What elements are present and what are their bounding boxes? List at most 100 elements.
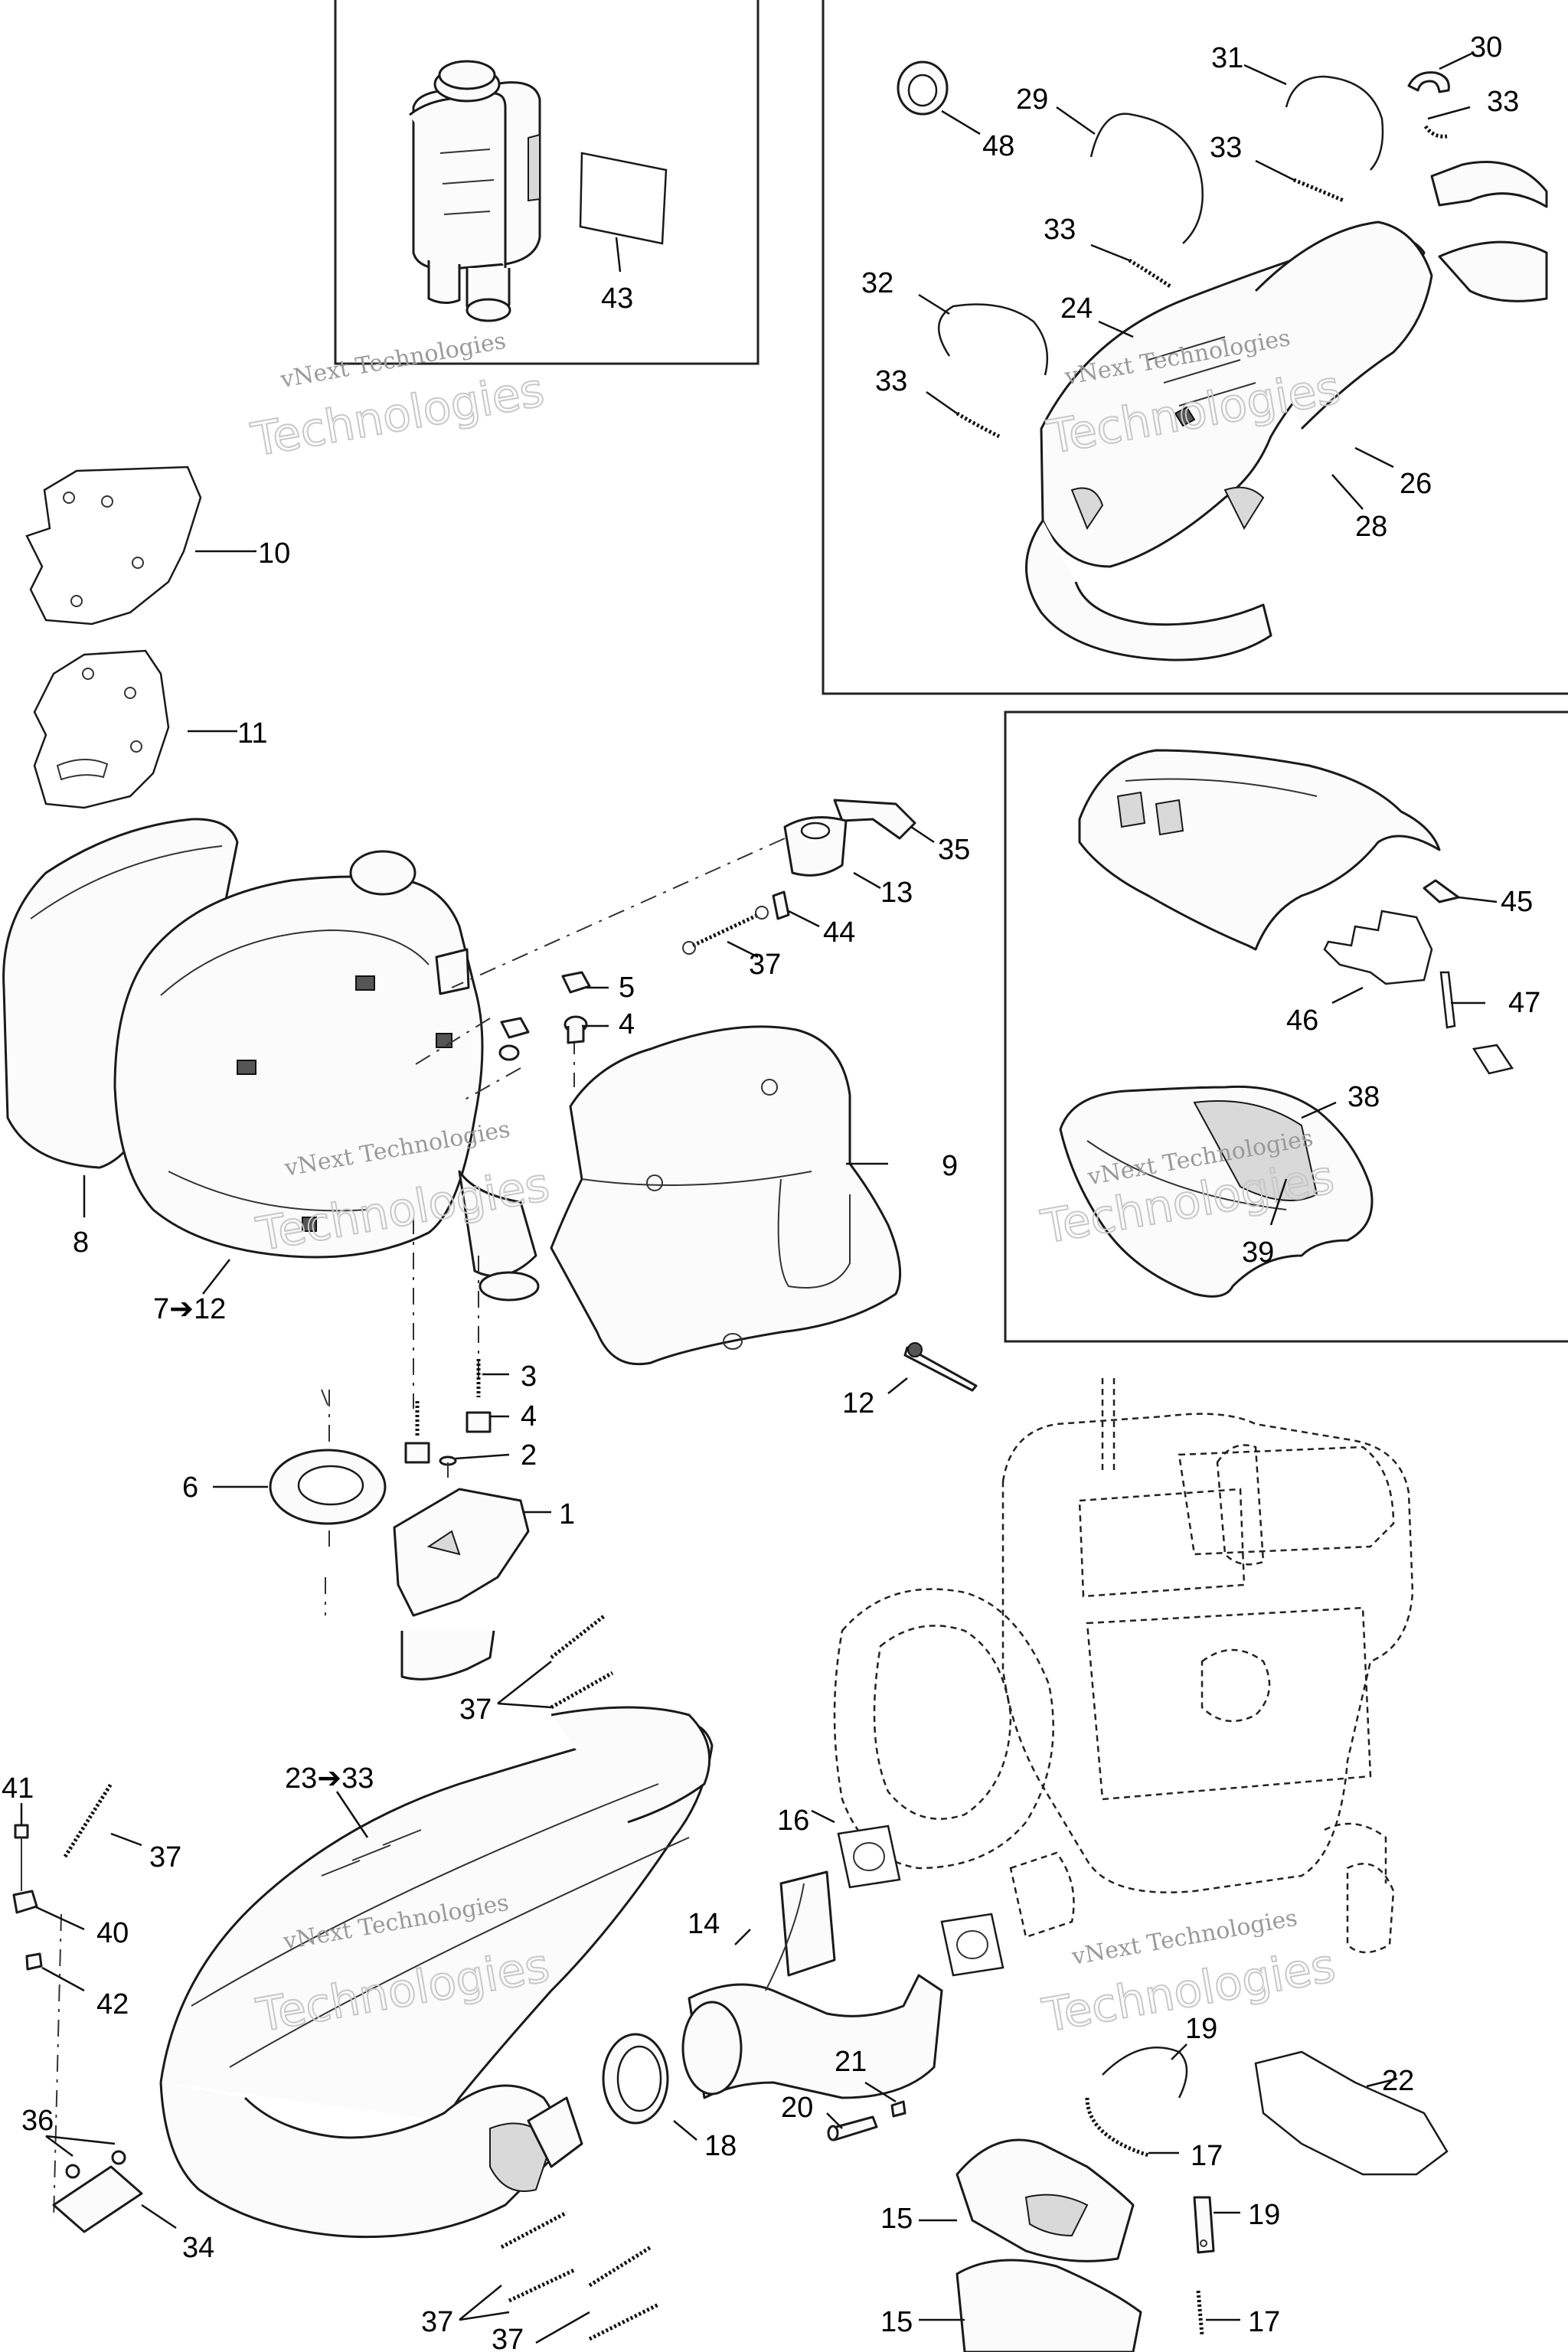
- spring-37-left: [63, 1782, 113, 1858]
- gasket-16-pair: [837, 1824, 1004, 1977]
- callout-37: 37: [749, 949, 781, 981]
- callout-44: 44: [823, 916, 855, 949]
- strip-47: [1439, 971, 1456, 1029]
- bracket-35: [833, 799, 916, 840]
- callout-labels: 43 48 29 31 30 33 33 33 32 33 24 26 28 1…: [2, 31, 1540, 2352]
- spring-17: [1085, 2097, 1204, 2336]
- strap-29: [1089, 113, 1204, 244]
- callout-45: 45: [1501, 886, 1533, 918]
- callout-33: 33: [1487, 86, 1519, 118]
- callout-19: 19: [1248, 2199, 1280, 2231]
- bolt-20-nut-21: [827, 2100, 906, 2141]
- muffler-7: [113, 850, 540, 1302]
- inset-frame-tuned-pipe: [822, 0, 1568, 695]
- callout-32: 32: [861, 267, 893, 299]
- callout-34: 34: [182, 2232, 214, 2264]
- callout-7-to-12: 7➔12: [153, 1293, 226, 1325]
- callout-33: 33: [1044, 214, 1076, 246]
- plate-34-screws-36: [52, 2150, 143, 2233]
- callout-31: 31: [1211, 42, 1243, 74]
- callout-24: 24: [1060, 292, 1093, 325]
- callout-23-to-33: 23➔33: [285, 1762, 374, 1795]
- callout-36: 36: [21, 2105, 54, 2137]
- leader-lines: [20, 52, 1498, 2344]
- callout-18: 18: [704, 2130, 737, 2162]
- strap-31: [1285, 75, 1384, 171]
- heat-shield-10: [25, 466, 202, 626]
- plate-46: [1323, 910, 1433, 985]
- callout-3: 3: [521, 1361, 537, 1393]
- callout-4: 4: [521, 1400, 537, 1432]
- oil-tank-label-card: [579, 152, 668, 245]
- lower-cover-39: [1059, 1085, 1374, 1298]
- callout-35: 35: [938, 834, 970, 866]
- callout-5: 5: [619, 972, 635, 1004]
- callout-17: 17: [1191, 2140, 1223, 2172]
- callout-21: 21: [835, 2046, 867, 2078]
- callout-2: 2: [521, 1439, 537, 1472]
- callout-40: 40: [96, 1917, 129, 1949]
- tab-45: [1423, 879, 1460, 903]
- spring-37-mid: [550, 1614, 614, 1710]
- callout-41: 41: [2, 1772, 34, 1805]
- callout-46: 46: [1286, 1004, 1318, 1037]
- callout-4: 4: [619, 1008, 635, 1040]
- spring-33-set: [956, 125, 1448, 439]
- oil-tank-illustration: [409, 60, 541, 322]
- callout-28: 28: [1355, 511, 1387, 543]
- nut-5-and-grommet-4: [498, 971, 591, 1061]
- callout-17: 17: [1248, 2306, 1280, 2338]
- upper-cover: [1078, 749, 1441, 951]
- grommet-4-lower: [404, 1411, 492, 1464]
- bumper-13: [783, 816, 848, 877]
- callout-39: 39: [1242, 1236, 1274, 1269]
- callout-29: 29: [1016, 83, 1048, 116]
- seal-ring-48: [897, 60, 949, 116]
- callout-30: 30: [1470, 31, 1502, 64]
- tuned-pipe-main: [159, 1706, 714, 2239]
- deflector-pieces: [1430, 161, 1548, 302]
- clamp-30: [1407, 71, 1450, 93]
- rivet-12: [903, 1342, 978, 1392]
- bolt-41-bracket-40-nut-42: [12, 1824, 43, 1971]
- heat-shield-22: [1254, 2050, 1449, 2176]
- inset-frame-muffler-cover: [1004, 710, 1568, 1343]
- callout-22: 22: [1382, 2065, 1414, 2097]
- callout-11: 11: [237, 717, 267, 750]
- callout-14: 14: [688, 1908, 720, 1940]
- callout-1: 1: [559, 1498, 575, 1530]
- callout-37: 37: [421, 2306, 453, 2338]
- heat-shield-11: [33, 649, 170, 809]
- strap-32: [938, 303, 1049, 376]
- washer-6: [269, 1449, 387, 1525]
- small-plate: [1472, 1044, 1514, 1075]
- callout-12: 12: [842, 1387, 874, 1419]
- springs-37-bottom: [500, 2210, 660, 2341]
- callout-33: 33: [875, 365, 907, 397]
- mount-plate-1: [393, 1488, 530, 1681]
- tuned-pipe-24: [1025, 220, 1433, 662]
- coupler-15-pair: [956, 2138, 1142, 2352]
- callout-48: 48: [982, 130, 1014, 162]
- callout-15: 15: [880, 2306, 913, 2338]
- retaining-ring-19: [1102, 2047, 1188, 2099]
- watermark-1: vNext Technologies Technologies: [247, 328, 549, 469]
- ring-18: [602, 2033, 669, 2125]
- callout-43: 43: [601, 283, 633, 315]
- inset-frame-oil-tank: [334, 0, 760, 365]
- engine-ghost: [833, 1378, 1414, 1954]
- spring-37-top: [682, 906, 769, 955]
- callout-13: 13: [880, 877, 913, 909]
- callout-16: 16: [777, 1805, 809, 1837]
- spring-3-pair: [415, 1359, 481, 1436]
- callout-38: 38: [1348, 1081, 1380, 1113]
- callout-9: 9: [942, 1150, 958, 1182]
- callout-26: 26: [1400, 468, 1432, 500]
- clip-44: [772, 890, 790, 920]
- callout-33: 33: [1210, 132, 1242, 164]
- callout-20: 20: [781, 2092, 813, 2124]
- callout-42: 42: [96, 1988, 129, 2020]
- callout-10: 10: [258, 537, 290, 570]
- callout-8: 8: [73, 1227, 89, 1259]
